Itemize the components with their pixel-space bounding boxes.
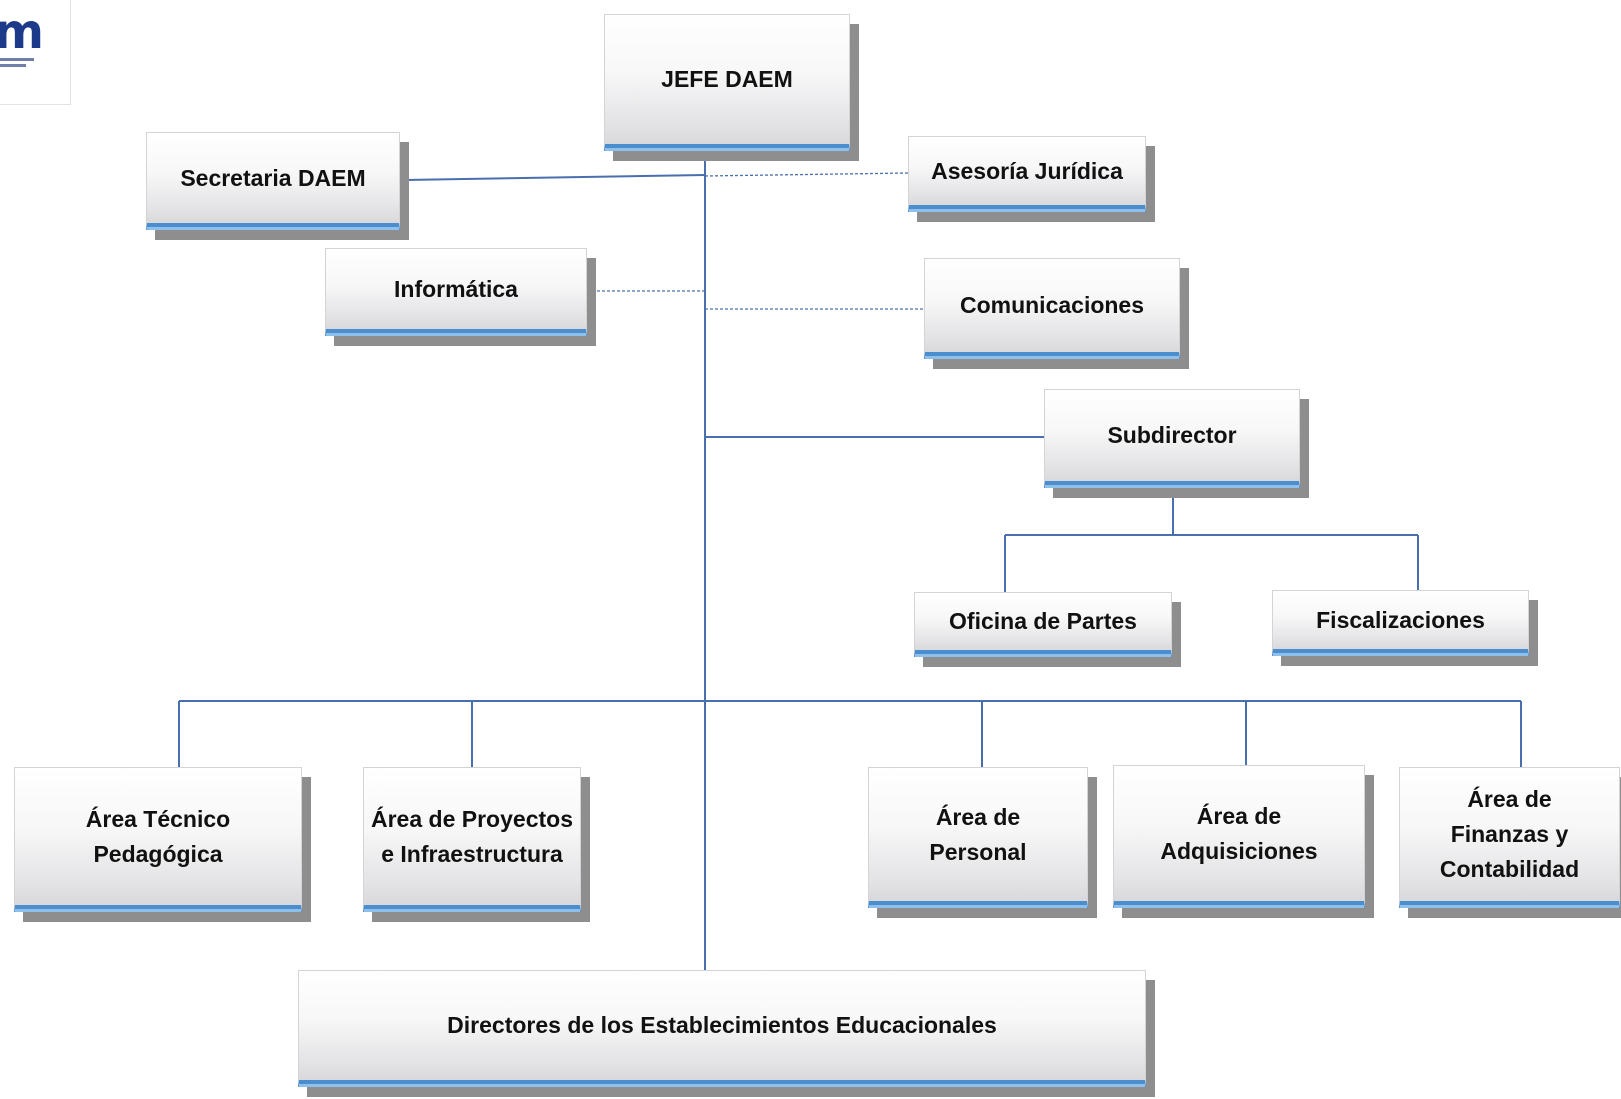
box-label: Asesoría Jurídica — [931, 157, 1123, 184]
logo-mark-icon: m — [0, 2, 44, 62]
box-label: Fiscalizaciones — [1316, 606, 1485, 633]
box-oficina-de-partes: Oficina de Partes — [914, 592, 1172, 657]
box-area-proyectos-infraestructura: Área de Proyectos e Infraestructura — [363, 767, 581, 912]
secretaria-connector — [404, 174, 706, 181]
box-jefe-daem: JEFE DAEM — [604, 14, 850, 151]
logo-text-line — [0, 64, 26, 67]
box-subdirector: Subdirector — [1044, 389, 1300, 488]
box-label: Oficina de Partes — [949, 608, 1137, 634]
box-fiscalizaciones: Fiscalizaciones — [1272, 590, 1529, 656]
box-label: Área de Proyectos e Infraestructura — [371, 805, 573, 867]
asesoria-dashed-connector — [704, 172, 909, 177]
box-asesoria-juridica: Asesoría Jurídica — [908, 136, 1146, 212]
box-label: Área Técnico Pedagógica — [85, 805, 231, 867]
box-label: JEFE DAEM — [661, 66, 793, 92]
organization-logo: m — [0, 0, 71, 105]
box-comunicaciones: Comunicaciones — [924, 258, 1180, 359]
box-directores-establecimientos: Directores de los Establecimientos Educa… — [298, 970, 1146, 1087]
box-area-finanzas-contabilidad: Área de Finanzas y Contabilidad — [1399, 767, 1620, 908]
box-label: Informática — [394, 275, 518, 302]
logo-text-line — [0, 58, 34, 61]
box-area-tecnico-pedagogica: Área Técnico Pedagógica — [14, 767, 302, 912]
box-informatica: Informática — [325, 248, 587, 336]
box-area-personal: Área de Personal — [868, 767, 1088, 908]
box-label: Área de Personal — [929, 803, 1027, 865]
box-secretaria-daem: Secretaria DAEM — [146, 132, 400, 230]
box-label: Subdirector — [1107, 422, 1237, 448]
box-area-adquisiciones: Área de Adquisiciones — [1113, 765, 1365, 908]
box-label: Área de Finanzas y Contabilidad — [1439, 786, 1580, 882]
box-label: Directores de los Establecimientos Educa… — [447, 1012, 997, 1038]
box-label: Área de Adquisiciones — [1160, 802, 1318, 864]
box-label: Comunicaciones — [959, 292, 1145, 318]
box-label: Secretaria DAEM — [180, 164, 366, 191]
